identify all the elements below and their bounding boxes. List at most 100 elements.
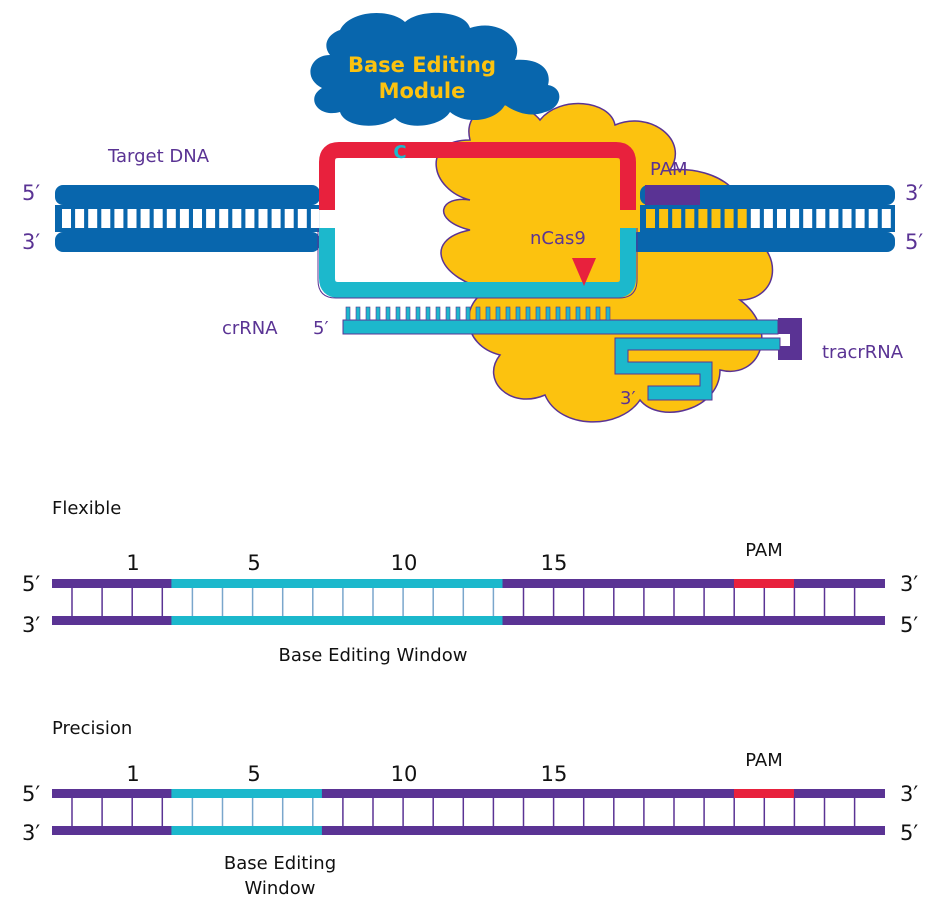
dna-right-rung-gap (829, 209, 839, 228)
flexible-window-top (171, 579, 503, 588)
dna-left-rung-gap (75, 209, 85, 228)
tracrrna-label: tracrRNA (822, 342, 904, 363)
flexible-window-bottom (171, 616, 503, 625)
crrna-tooth (575, 306, 581, 321)
dna-left-rung-gap (140, 209, 150, 228)
dna-right-rung-gap (685, 209, 695, 228)
flexible-pos-15: 15 (541, 551, 568, 575)
precision-pam-label: PAM (745, 750, 783, 771)
dna-top-strand-right (640, 185, 895, 205)
crrna-tooth (505, 306, 511, 321)
precision-top-strand (52, 789, 885, 798)
crrna-tooth (395, 306, 401, 321)
dna-left-rung-gap (179, 209, 189, 228)
crrna-tooth (495, 306, 501, 321)
dna-right-rung-gap (646, 209, 655, 228)
dna-left-rung-gap (166, 209, 176, 228)
dna-left-rung-gap (310, 209, 320, 228)
dna-top-strand-left (55, 185, 320, 205)
flexible-bottom-5prime: 5′ (900, 613, 918, 637)
top-diagram: Base Editing Module Target DNA C PAM nCa… (22, 12, 923, 423)
precision-window-label-2: Window (245, 878, 316, 899)
dna-bottom-strand-left (55, 232, 320, 252)
dna-left-rung-gap (88, 209, 98, 228)
dna-right-rung-gap (816, 209, 826, 228)
dna-left-rungs (55, 205, 320, 232)
dna-right-rung-gap (737, 209, 747, 228)
precision-top-3prime: 3′ (900, 782, 918, 806)
dna-left-rung-gap (101, 209, 111, 228)
dna-left-rung-gap (153, 209, 163, 228)
precision-bottom-3prime: 3′ (22, 821, 40, 845)
displaced-strand (319, 142, 636, 210)
precision-pos-1: 1 (126, 762, 139, 786)
c-base-label: C (393, 142, 406, 163)
precision-panel: Precision 1 5 10 15 PAM 5′ 3′ 3′ 5′ Base… (22, 718, 918, 899)
crrna-teeth (345, 306, 611, 321)
dna-left-rung-gap (232, 209, 242, 228)
precision-pos-10: 10 (391, 762, 418, 786)
dna-left-rung-gap (284, 209, 294, 228)
target-dna-label: Target DNA (107, 146, 210, 167)
flexible-pam-segment (734, 579, 794, 588)
dna-right-rung-gap (763, 209, 773, 228)
nick-marker (572, 258, 596, 286)
crrna-tooth (405, 306, 411, 321)
dna-left-rung-gap (245, 209, 255, 228)
ncas9-label: nCas9 (530, 228, 586, 249)
flexible-window-label: Base Editing Window (279, 645, 468, 666)
crrna-tooth (555, 306, 561, 321)
dna-left-rung-gap (193, 209, 202, 228)
crrna-tooth (535, 306, 541, 321)
flexible-strands (52, 579, 885, 625)
crrna-tooth (465, 306, 471, 321)
dna-right-rung-gap (868, 209, 878, 228)
crrna-strand (342, 319, 779, 335)
precision-top-5prime: 5′ (22, 782, 40, 806)
dna-right-rung-gap (790, 209, 800, 228)
crrna-tooth (525, 306, 531, 321)
dna-top-3prime: 3′ (905, 181, 923, 205)
dna-left-rung-gap (219, 209, 229, 228)
flexible-bottom-3prime: 3′ (22, 613, 40, 637)
crrna-5prime: 5′ (313, 318, 329, 339)
crrna-tooth (545, 306, 551, 321)
target-strand-edge (317, 228, 638, 299)
precision-bottom-5prime: 5′ (900, 821, 918, 845)
crrna-tooth (365, 306, 371, 321)
dna-bottom-3prime: 3′ (22, 230, 40, 254)
flexible-top-5prime: 5′ (22, 572, 40, 596)
dna-right-rung-gap (842, 209, 852, 228)
dna-left-rung-gap (114, 209, 124, 228)
crrna-tooth (345, 306, 351, 321)
dna-top-5prime: 5′ (22, 181, 40, 205)
crrna-tooth (515, 306, 521, 321)
dna-right-rung-gap (672, 209, 682, 228)
crrna-tooth (435, 306, 441, 321)
tracrrna-hairpin (778, 318, 802, 360)
tracrrna-3prime: 3′ (620, 388, 636, 409)
flexible-pos-10: 10 (391, 551, 418, 575)
dna-left-rung-gap (62, 209, 71, 228)
tracrrna-body (614, 337, 781, 401)
dna-right-rung-gap (855, 209, 865, 228)
precision-pos-15: 15 (541, 762, 568, 786)
precision-window-bottom (171, 826, 322, 835)
dna-left-rung-gap (297, 209, 307, 228)
crrna-tooth (585, 306, 591, 321)
crrna-tooth (415, 306, 421, 321)
precision-pam-segment (734, 789, 794, 798)
dna-left-rung-gap (258, 209, 268, 228)
crrna-tooth (445, 306, 451, 321)
precision-window-top (171, 789, 322, 798)
module-label-line2: Module (379, 79, 466, 103)
crrna-tooth (385, 306, 391, 321)
crrna-tooth (565, 306, 571, 321)
dna-right-rung-gap (881, 209, 891, 228)
flexible-pos-5: 5 (247, 551, 260, 575)
dna-right-rung-gap (711, 209, 721, 228)
crrna-tooth (425, 306, 431, 321)
target-strand (319, 228, 636, 298)
dna-left-rung-gap (127, 209, 137, 228)
